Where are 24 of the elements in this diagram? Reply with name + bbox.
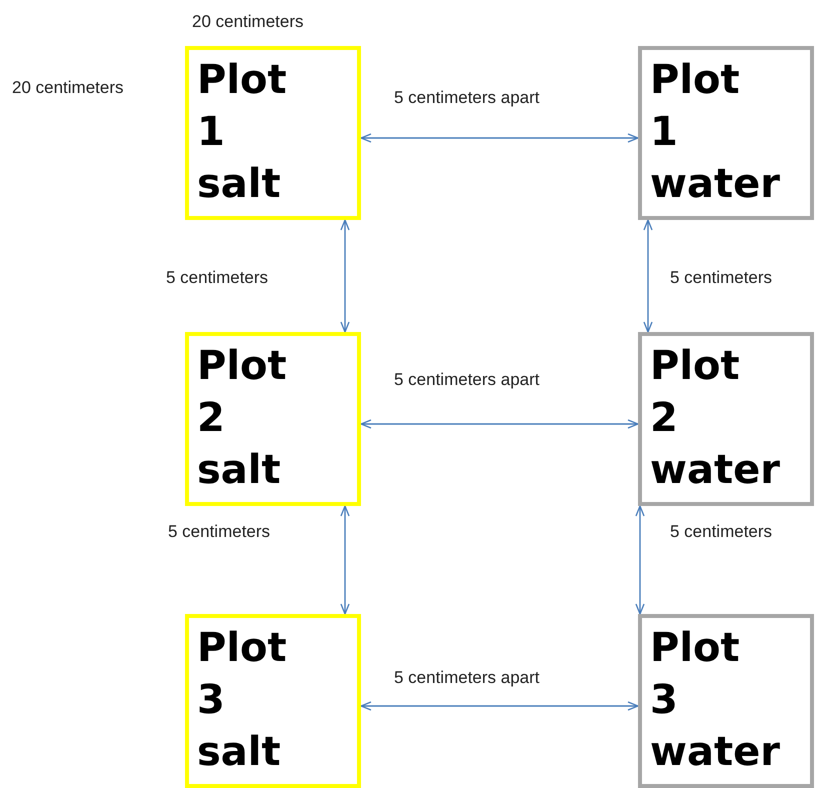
plot-label: Plot 2 salt <box>197 342 287 495</box>
double-arrow <box>340 505 350 615</box>
plot-label: Plot 1 salt <box>197 56 287 209</box>
plot-box <box>638 614 814 788</box>
double-arrow <box>635 505 645 615</box>
double-arrow <box>643 219 653 333</box>
plot-box <box>185 46 361 220</box>
plot-label: Plot 3 salt <box>197 624 287 777</box>
plot-box <box>638 332 814 506</box>
edge-label: 5 centimeters apart <box>392 668 542 688</box>
plot-box <box>185 332 361 506</box>
edge-label: 5 centimeters apart <box>392 88 542 108</box>
double-arrow <box>360 133 639 143</box>
plot-label: Plot 3 water <box>650 624 780 777</box>
plot-label: Plot 2 water <box>650 342 780 495</box>
plot-label: Plot 1 water <box>650 56 780 209</box>
double-arrow <box>360 701 639 711</box>
double-arrow <box>360 419 639 429</box>
plot-box <box>638 46 814 220</box>
plot-box <box>185 614 361 788</box>
dimension-label: 20 centimeters <box>12 78 124 98</box>
double-arrow <box>340 219 350 333</box>
dimension-label: 20 centimeters <box>192 12 304 32</box>
edge-label: 5 centimeters apart <box>392 370 542 390</box>
